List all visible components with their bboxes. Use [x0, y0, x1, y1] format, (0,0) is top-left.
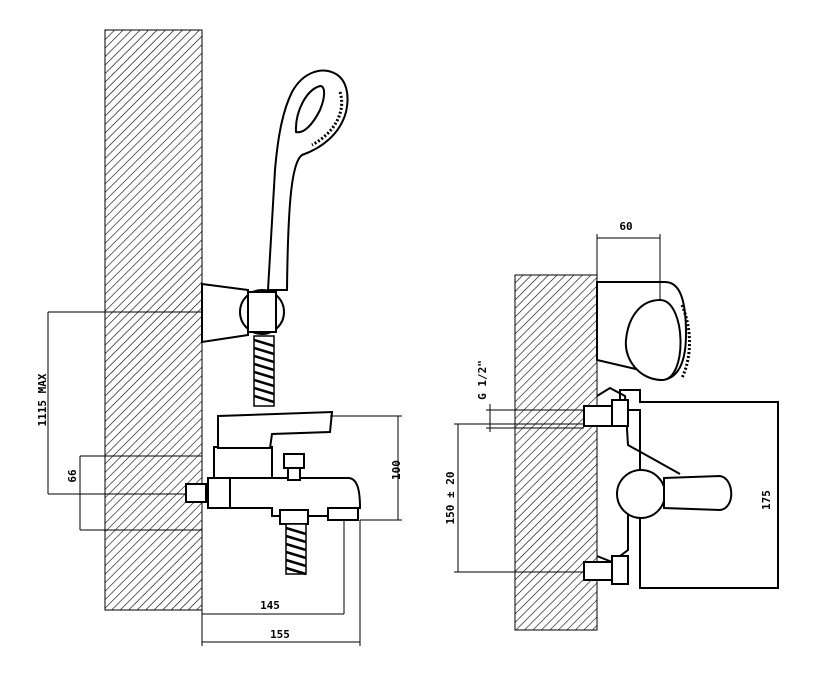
wall-holder — [201, 282, 249, 344]
dim-holder-depth: 60 — [619, 220, 632, 233]
shower-head-slot — [294, 84, 326, 134]
hand-shower — [266, 69, 349, 291]
lever-left — [217, 410, 334, 449]
shower-head-front — [624, 298, 682, 382]
handle-lever-front — [663, 474, 733, 512]
nut-left — [207, 477, 231, 509]
inlet-nut-lower — [611, 555, 629, 585]
diverter-knob — [283, 453, 305, 469]
inlet-fitting-upper — [583, 405, 613, 427]
dim-reach-outer: 155 — [270, 628, 290, 641]
hose-connector — [279, 509, 309, 525]
body-neck-lower — [596, 510, 629, 564]
holder-clip — [247, 291, 277, 333]
dim-thread: G 1/2" — [476, 360, 489, 400]
shower-hose-lower — [285, 523, 307, 576]
inlet-nut-upper — [611, 399, 629, 427]
left-side-view: 1115 MAX 66 100 145 155 — [36, 29, 403, 646]
shower-hose-upper — [253, 335, 275, 407]
diverter-stem — [287, 467, 301, 481]
shower-head-front-nozzles — [680, 304, 691, 379]
right-front-view: 60 G 1/2" 150 ± 20 175 — [444, 220, 779, 631]
spout-aerator — [327, 507, 359, 521]
handle-knob — [616, 469, 666, 519]
dim-height-max: 1115 MAX — [36, 373, 49, 426]
dim-inlet-spacing: 150 ± 20 — [444, 472, 457, 525]
spout — [229, 477, 362, 517]
wall-hatch-left — [104, 29, 203, 611]
dim-wall-offset: 66 — [66, 469, 79, 483]
body-neck-upper — [596, 386, 681, 475]
inlet-fitting-lower — [583, 561, 613, 581]
shower-head-nozzles — [311, 91, 344, 147]
dim-reach-inner: 145 — [260, 599, 280, 612]
dim-spout-height: 100 — [390, 460, 403, 480]
eccentric-fitting — [185, 483, 207, 503]
dim-body-height: 175 — [760, 490, 773, 510]
